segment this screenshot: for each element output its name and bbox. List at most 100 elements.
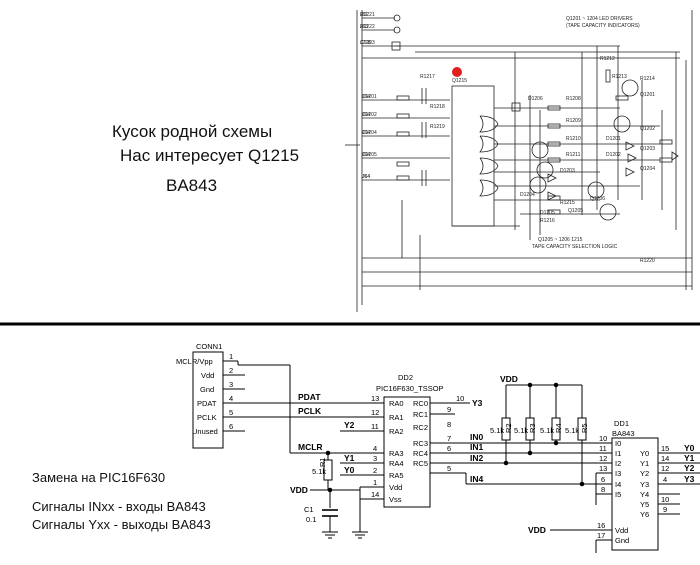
dd1-pin-label: Y0 [640, 449, 649, 458]
original-label: Q1205 [568, 208, 583, 214]
resistor-ref: R2 [504, 423, 513, 433]
dd1-out-net: Y2 [684, 463, 695, 473]
led-title-2: (TAPE CAPACITY INDICATORS) [566, 23, 640, 29]
net-y2: Y2 [344, 420, 355, 430]
dd2-ref: DD2 [398, 373, 413, 382]
dd1-pin-label: I5 [615, 490, 621, 499]
net-in2: IN2 [470, 453, 484, 463]
conn1-pin-num: 6 [229, 422, 233, 431]
original-label: D1203 [560, 168, 575, 174]
dd1-out-net: Y0 [684, 443, 695, 453]
dd1-out-net: Y1 [684, 453, 695, 463]
new-schematic [192, 351, 700, 553]
dd1-pin-num: 4 [663, 475, 667, 484]
dd1-pin-label: Y2 [640, 469, 649, 478]
dd1-pin-num: 17 [597, 531, 605, 540]
dd2-pin-label: RA0 [389, 399, 404, 408]
dd1-pin-num: 8 [601, 485, 605, 494]
logic-title-2: TAPE CAPACITY SELECTION LOGIC [532, 244, 618, 250]
original-label: D1206 [528, 96, 543, 102]
dd1-pin-label: I2 [615, 459, 621, 468]
dd1-out-net: Y3 [684, 474, 695, 484]
original-label: R1218 [430, 104, 445, 110]
original-label: R1219 [430, 124, 445, 130]
original-label: Q1206 [590, 196, 605, 202]
original-label: R1221 [360, 12, 375, 18]
dd2-pin-num: 14 [371, 490, 379, 499]
dd1-pin-label: Y3 [640, 480, 649, 489]
original-label: Q1204 [640, 166, 655, 172]
resistor-ref: R5 [580, 423, 589, 433]
highlight-marker [452, 67, 462, 77]
dd2-pin-num: 10 [456, 394, 464, 403]
net-y1: Y1 [344, 453, 355, 463]
dd1-pin-label: Vdd [615, 526, 628, 535]
dd2-body [383, 396, 431, 508]
dd1-ref: DD1 [614, 419, 629, 428]
dd1-pin-label: I1 [615, 449, 621, 458]
dd2-pin-label: RC3 [413, 439, 428, 448]
dd2-pin-num: 1 [373, 478, 377, 487]
dd2-pin-label: RC1 [413, 410, 428, 419]
resistor-ref: R1 [318, 457, 327, 467]
dd1-pin-label: I4 [615, 480, 621, 489]
dd1-pin-num: 13 [599, 464, 607, 473]
dd1-pin-num: 9 [663, 505, 667, 514]
dd2-pin-label: RA5 [389, 471, 404, 480]
original-label: R1213 [612, 74, 627, 80]
resistor-value: 5.1k [540, 426, 554, 435]
dd2-pin-label: RA4 [389, 459, 404, 468]
led-title-1: Q1201 ~ 1204 LED DRIVERS [566, 16, 633, 22]
original-label: J64 [362, 94, 370, 100]
caption-top-1: Кусок родной схемы [112, 122, 273, 141]
dd1-pin-num: 12 [661, 464, 669, 473]
dd1-pin-num: 15 [661, 444, 669, 453]
dd2-pin-label: Vss [389, 495, 402, 504]
resistor-value: 5.1k [312, 467, 326, 476]
dd1-pin-label: Y5 [640, 500, 649, 509]
original-schematic-labels: Q1201 ~ 1204 LED DRIVERS (TAPE CAPACITY … [360, 12, 655, 264]
caption-bottom-1: Замена на PIC16F630 [32, 470, 166, 485]
dd1-pin-num: 16 [597, 521, 605, 530]
net-pclk: PCLK [298, 406, 322, 416]
original-label: R1215 [560, 200, 575, 206]
dd2-pin-num: 12 [371, 408, 379, 417]
conn1-pin-num: 5 [229, 408, 233, 417]
dd1-pin-num: 11 [599, 444, 607, 453]
dd2-pin-num: 3 [373, 454, 377, 463]
resistor-ref: R3 [528, 423, 537, 433]
original-label: J64 [362, 174, 370, 180]
conn1-pin-num: 3 [229, 380, 233, 389]
conn1-pin-label: PCLK [197, 413, 217, 422]
conn1-pin-num: 2 [229, 366, 233, 375]
original-label: J64 [362, 130, 370, 136]
caption-bottom-3: Сигналы Yxx - выходы BA843 [32, 517, 211, 532]
resistor-ref: R4 [554, 423, 563, 433]
dd1-pin-num: 6 [601, 475, 605, 484]
conn1-pin-label: PDAT [197, 399, 217, 408]
net-pdat: PDAT [298, 392, 321, 402]
dd1-pin-label: I3 [615, 469, 621, 478]
original-label: C1205 [362, 152, 377, 158]
conn1-pin-num: 1 [229, 352, 233, 361]
original-label: R1214 [640, 76, 655, 82]
conn1-pin-num: 4 [229, 394, 233, 403]
original-label: J63 [360, 24, 368, 30]
conn1-pin-label: Vdd [201, 371, 214, 380]
dd2-pin-label: Vdd [389, 483, 402, 492]
original-label: R1211 [566, 152, 581, 158]
net-vdd-top: VDD [500, 374, 518, 384]
original-label: D1204 [520, 192, 535, 198]
conn1-name: CONN1 [196, 342, 222, 351]
dd2-pin-num: 13 [371, 394, 379, 403]
dd1-pin-num: 12 [599, 454, 607, 463]
dd2-pin-label: RC5 [413, 459, 428, 468]
dd2-part: PIC16F630_TSSOP [376, 384, 444, 393]
dd1-part: BA843 [612, 429, 635, 438]
dd2-pin-num: 9 [447, 405, 451, 414]
original-label: Q1201 [640, 92, 655, 98]
original-label: J61 [360, 12, 368, 18]
dd1-pin-num: 14 [661, 454, 669, 463]
